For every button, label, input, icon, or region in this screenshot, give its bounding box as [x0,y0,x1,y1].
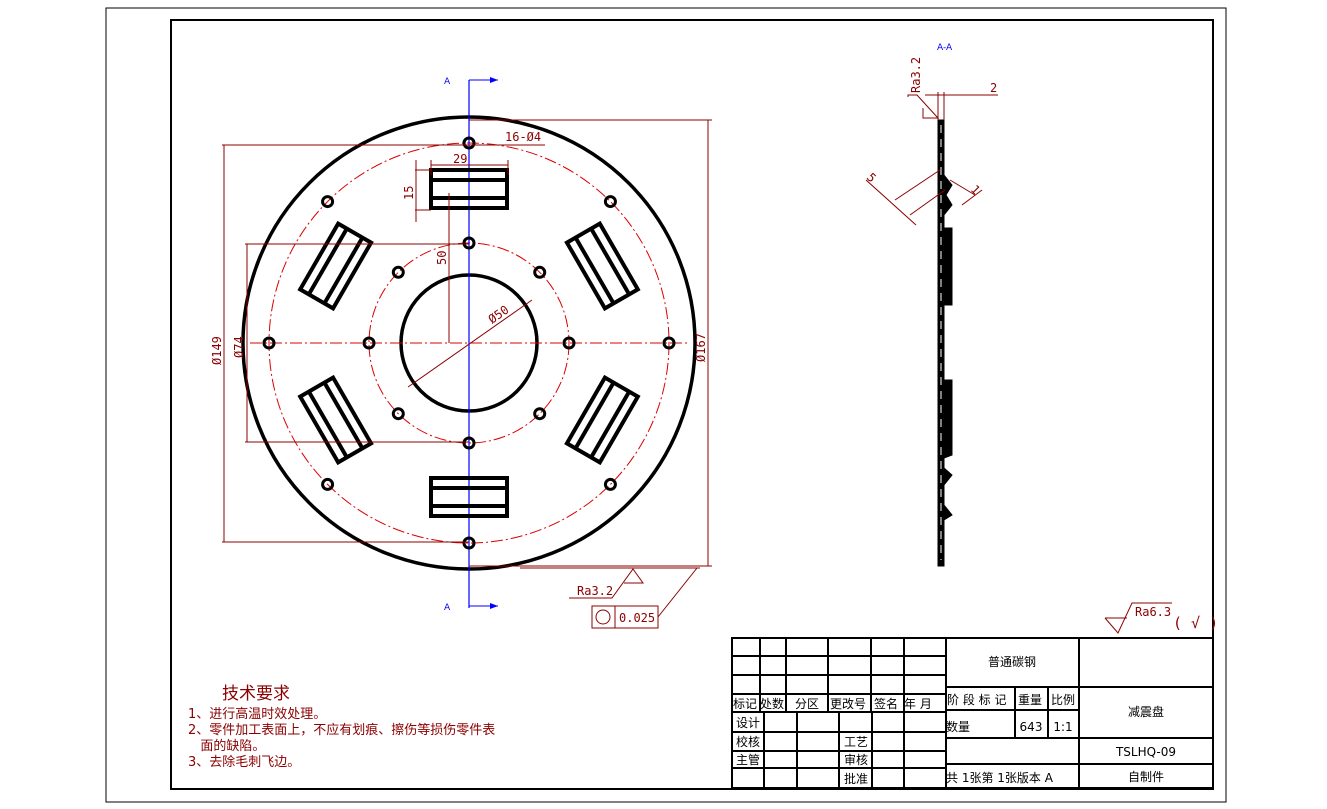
technical-requirements: 技术要求 1、进行高温时效处理。 2、零件加工表面上，不应有划痕、擦伤等损伤零件… [188,684,495,770]
header-signature: 签名 [874,696,898,711]
label-process: 工艺 [844,735,868,749]
outer-border [105,7,1227,803]
section-label-top: A [444,77,451,87]
part-name: 减震盘 [1128,704,1164,719]
mounting-hole [321,195,335,209]
label-review: 审核 [844,752,868,767]
section-label-bottom: A [444,603,451,613]
header-mark: 标记 [733,697,757,711]
circularity-icon [595,609,611,625]
title-block: 标记 处数 分区 更改号 签名 年 月 设计 校核 主管 工艺 审核 批准 普通… [731,637,1214,789]
slot [564,220,641,312]
tolerance-value: 0.025 [619,611,655,625]
requirement-item: 2、零件加工表面上，不应有划痕、擦伤等损伤零件表 [188,722,495,738]
mounting-hole [603,195,617,209]
general-roughness: Ra6.3 ( √ ) [1104,602,1218,634]
mounting-hole [603,477,617,491]
slot [564,374,641,466]
scale-value: 1:1 [1053,720,1072,734]
weight-value: 643 [1020,720,1043,734]
scale-label: 比例 [1051,693,1075,707]
mounting-hole [362,336,376,350]
label-supervisor: 主管 [736,752,760,767]
dim-dia-74: Ø74 [232,336,246,358]
requirement-item: 1、进行高温时效处理。 [188,706,326,722]
mounting-hole [533,265,547,279]
material: 普通碳钢 [988,655,1036,669]
slot [429,476,509,518]
mounting-hole [462,436,476,450]
part-source: 自制件 [1128,770,1164,784]
mounting-hole [391,407,405,421]
section-arrowhead-bottom [490,603,498,609]
weight-label: 重量 [1018,693,1042,707]
roughness-main: Ra3.2 [577,584,613,598]
section-arrowhead-top [490,77,498,83]
roughness-side: Ra3.2 [909,57,923,93]
requirements-title: 技术要求 [222,684,290,704]
front-view: A A 16-Ø4 29 15 50 [210,77,712,629]
label-design: 设计 [736,716,760,730]
roughness-general-suffix: ( √ ) [1173,614,1218,632]
mounting-hole [462,536,476,550]
mounting-hole [462,236,476,250]
header-date: 年 月 [904,697,932,711]
mounting-hole [562,336,576,350]
dim-dia-167: Ø167 [694,333,708,362]
section-dimension-lines [865,92,998,226]
mounting-hole [321,477,335,491]
section-view: A-A 2 Ra3.2 5 1 [864,43,998,567]
requirement-item: 面的缺陷。 [188,738,265,754]
dim-side-5: 5 [864,170,879,185]
dim-slot-height: 15 [402,186,416,200]
mounting-hole [391,265,405,279]
dim-thickness: 2 [990,81,997,95]
mounting-hole [533,407,547,421]
slot [297,374,374,466]
dim-holes: 16-Ø4 [505,130,541,144]
requirement-item: 3、去除毛刺飞边。 [188,755,300,770]
slot [429,168,509,210]
header-zone: 分区 [795,697,819,711]
roughness-general: Ra6.3 [1135,605,1171,619]
mounting-hole [262,336,276,350]
dimension-lines [222,119,712,618]
sheet-info: 共 1张第 1张版本 A [946,771,1054,785]
label-check: 校核 [736,734,760,749]
mounting-holes [262,136,676,550]
header-count: 处数 [760,696,784,711]
dim-slot-width: 29 [453,152,467,166]
drawing-frame [170,19,1214,790]
dim-dia-149: Ø149 [210,336,224,365]
slots [297,168,641,518]
mounting-hole [662,336,676,350]
label-approve: 批准 [844,771,868,786]
mounting-hole [462,136,476,150]
dim-radius-50: 50 [435,251,449,265]
drawing-number: TSLHQ-09 [1115,745,1176,759]
circularity-tolerance-frame: 0.025 [591,605,659,629]
section-view-title: A-A [937,43,953,53]
quantity-label: 数量 [946,719,970,734]
header-change-no: 更改号 [830,697,866,711]
slot [297,220,374,312]
disc-profile [937,119,953,567]
dim-center-dia: Ø50 [486,303,512,327]
stage-mark-label: 阶 段 标 记 [947,692,1006,707]
